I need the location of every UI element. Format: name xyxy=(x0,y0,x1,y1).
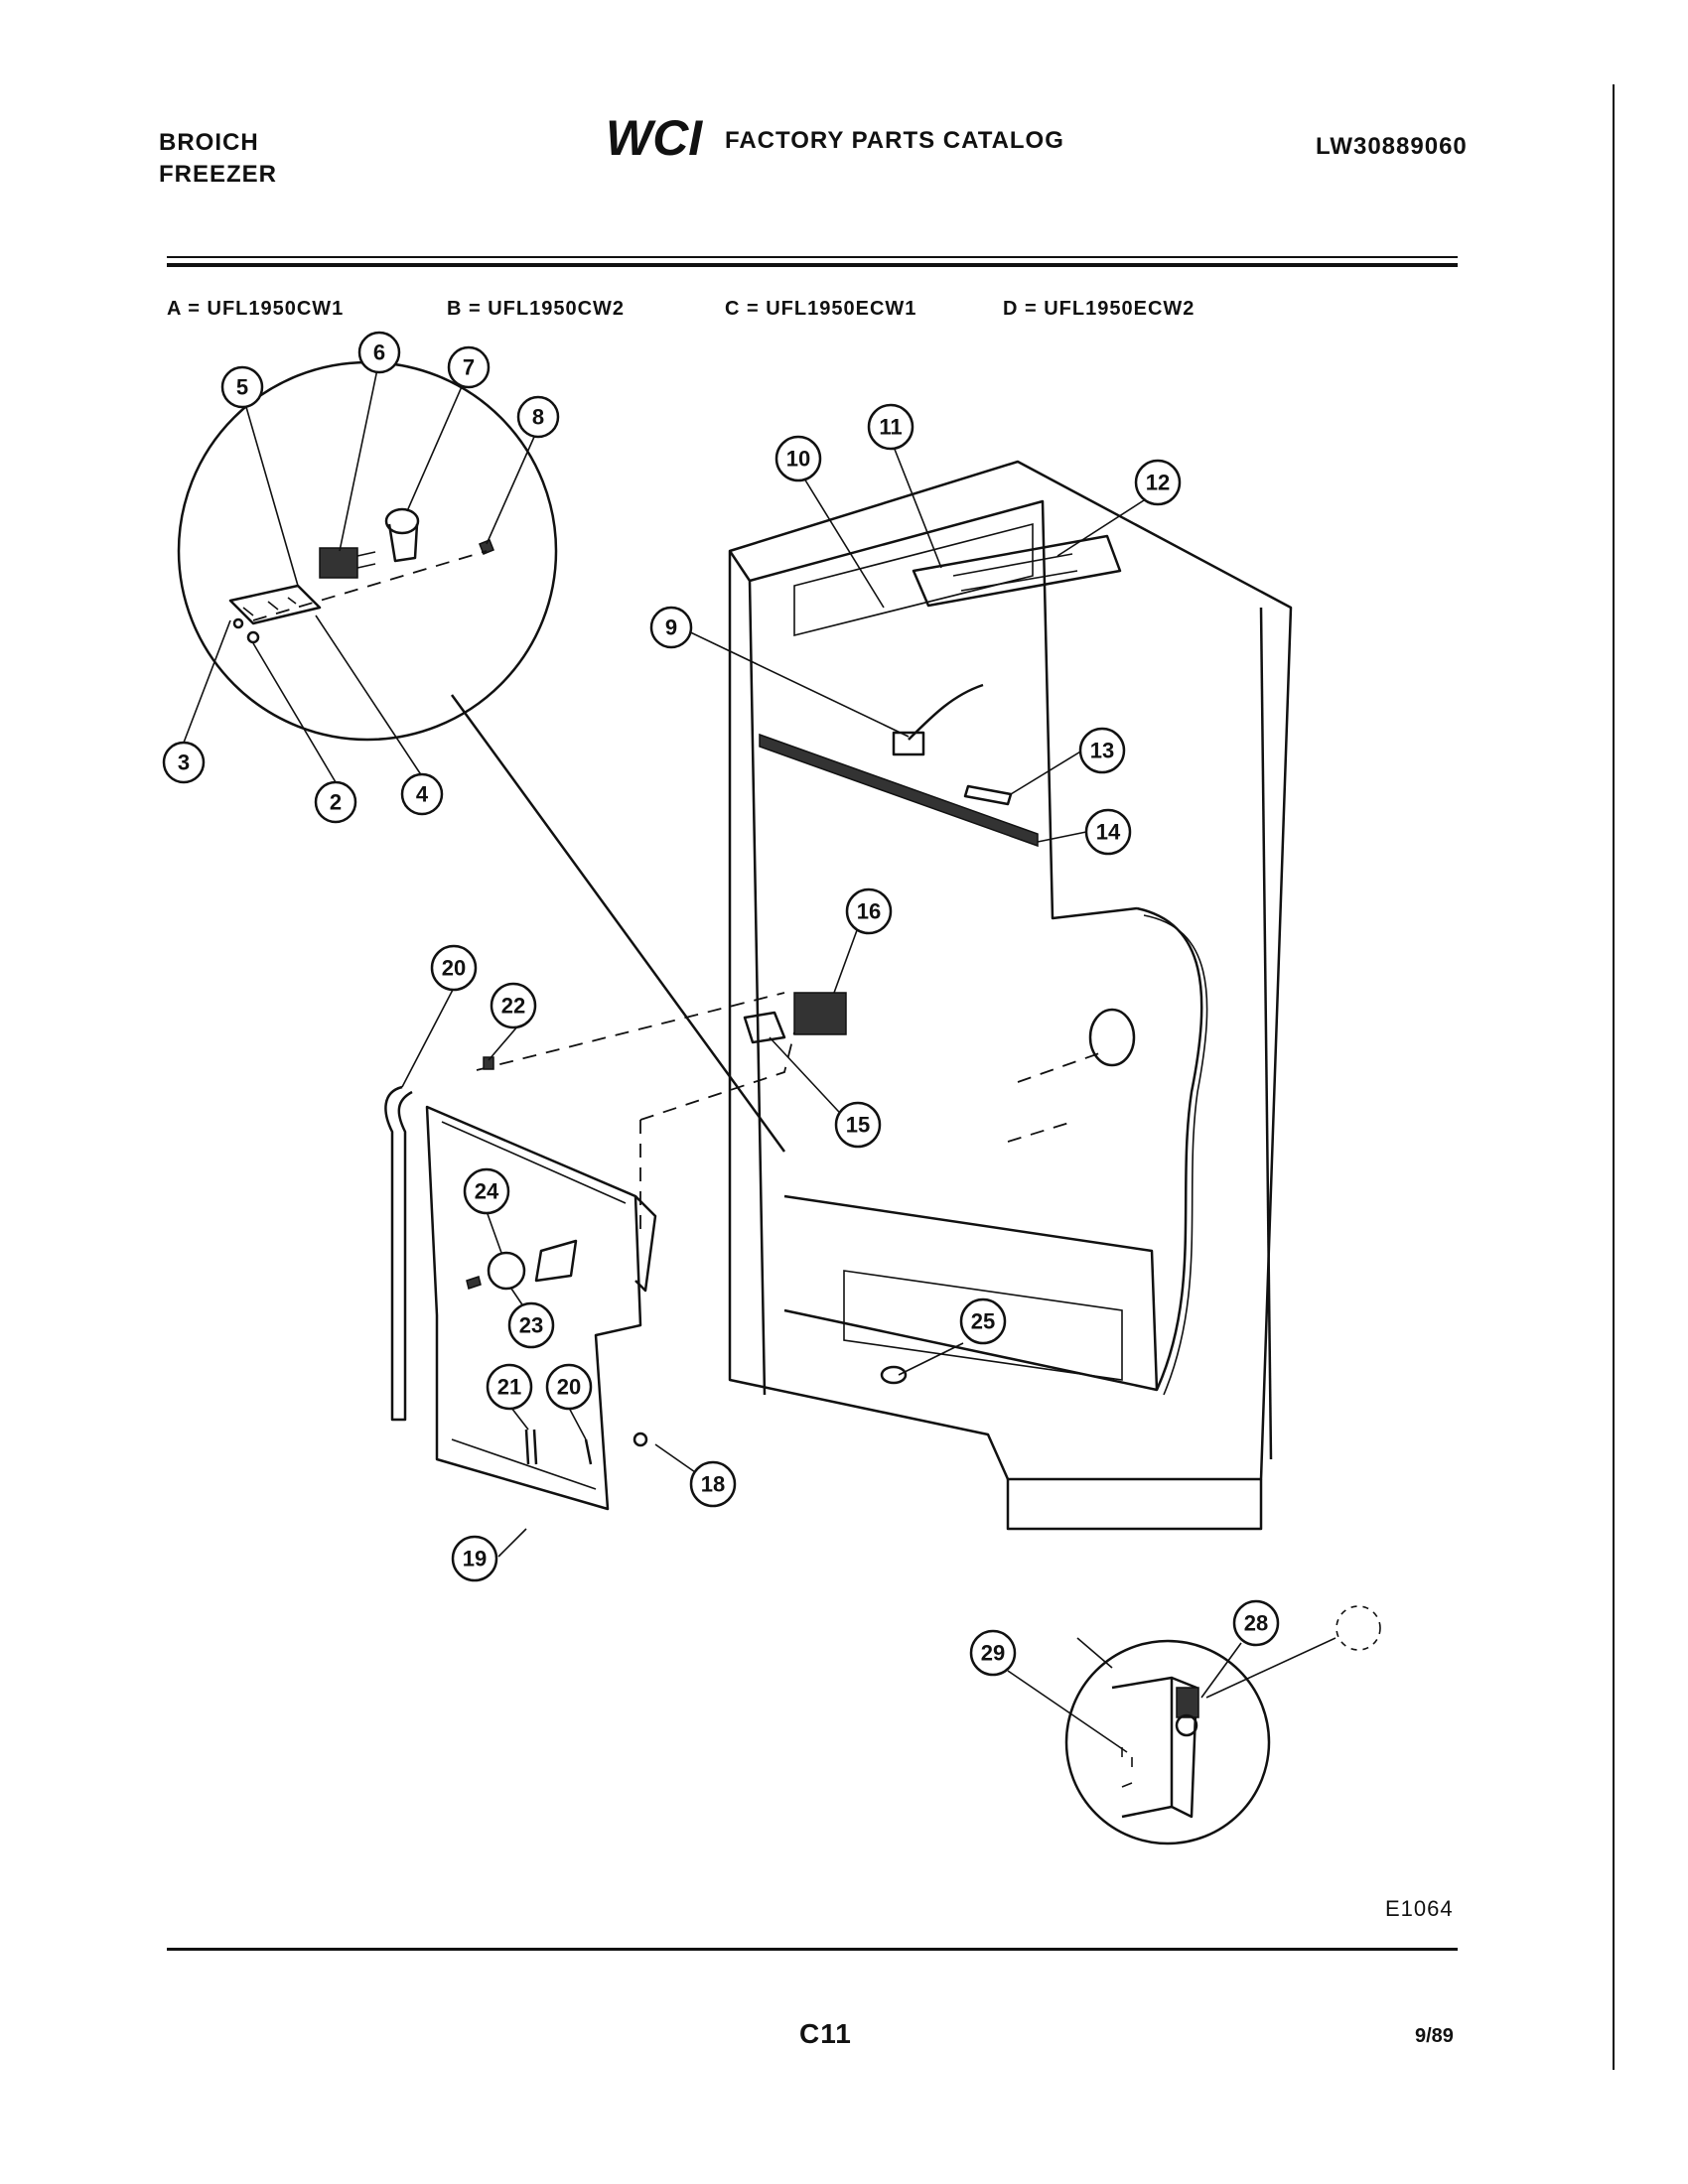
callout-label: 20 xyxy=(442,956,466,981)
callout-bubble: 20 xyxy=(545,1363,593,1411)
brand-block: BROICH FREEZER xyxy=(159,127,277,191)
catalog-title: FACTORY PARTS CATALOG xyxy=(725,127,1064,154)
logo-text: WCI xyxy=(606,111,703,165)
callout-label: 25 xyxy=(971,1309,995,1334)
callout-label: 3 xyxy=(178,751,190,775)
callout-label: 12 xyxy=(1146,471,1170,495)
callout-bubble: 22 xyxy=(490,982,537,1029)
callout-label: 29 xyxy=(981,1641,1005,1666)
callout-bubble: 6 xyxy=(357,331,401,374)
callout-bubble: 18 xyxy=(689,1460,737,1508)
callout-label: 15 xyxy=(846,1113,870,1138)
callout-bubble: 11 xyxy=(867,403,914,451)
callout-bubble: 13 xyxy=(1078,727,1126,774)
model-a: A = UFL1950CW1 xyxy=(167,298,345,320)
callout-bubble: 24 xyxy=(463,1167,510,1215)
callout-label: 8 xyxy=(532,405,544,430)
callout-label: 2 xyxy=(330,790,342,815)
callout-label: 7 xyxy=(463,355,475,380)
callout-bubble: 5 xyxy=(220,365,264,409)
callout-label: 28 xyxy=(1244,1611,1268,1636)
diagram-code: E1064 xyxy=(1385,1896,1454,1921)
callout-label: 13 xyxy=(1090,739,1114,763)
callout-bubble: 2 xyxy=(314,780,357,824)
callout-bubble: 14 xyxy=(1084,808,1132,856)
callout-bubble: 21 xyxy=(486,1363,533,1411)
callout-label: 16 xyxy=(857,899,881,924)
callout-bubble: 12 xyxy=(1134,459,1182,506)
callout-bubble: 15 xyxy=(834,1101,882,1149)
page-date: 9/89 xyxy=(1415,2025,1454,2047)
callout-label: 4 xyxy=(416,782,429,807)
callout-bubble: 29 xyxy=(969,1629,1017,1677)
footer-rule xyxy=(167,1948,1458,1951)
right-margin-line xyxy=(1613,84,1615,2070)
callout-label: 6 xyxy=(373,341,385,365)
callout-label: 10 xyxy=(786,447,810,472)
callout-label: 24 xyxy=(475,1179,499,1204)
callout-label: 20 xyxy=(557,1375,581,1400)
product-type: FREEZER xyxy=(159,161,278,188)
evaporator-panel xyxy=(384,1056,657,1511)
brand-name: BROICH xyxy=(159,129,259,156)
callout-bubble: 19 xyxy=(451,1535,498,1582)
callout-bubble: 28 xyxy=(1232,1599,1280,1647)
model-d: D = UFL1950ECW2 xyxy=(1003,298,1196,320)
page-number: C11 xyxy=(799,2018,852,2049)
catalog-number: LW30889060 xyxy=(1316,133,1468,160)
detail-circle-hinge xyxy=(1064,1605,1381,1845)
callout-bubble: 25 xyxy=(959,1297,1007,1345)
model-b: B = UFL1950CW2 xyxy=(447,298,626,320)
callout-bubble: 20 xyxy=(430,944,478,992)
wci-logo: WCI xyxy=(606,111,703,165)
callout-bubble: 8 xyxy=(516,395,560,439)
freezer-cabinet xyxy=(728,460,1293,1531)
callout-bubble: 4 xyxy=(400,772,444,816)
callout-label: 18 xyxy=(701,1472,725,1497)
header-rule-thick xyxy=(167,263,1458,267)
callout-bubble: 23 xyxy=(507,1301,555,1349)
callout-label: 23 xyxy=(519,1313,543,1338)
callout-label: 5 xyxy=(236,375,248,400)
header-rule-thin xyxy=(167,256,1458,258)
callout-bubble: 16 xyxy=(845,887,893,935)
model-c: C = UFL1950ECW1 xyxy=(725,298,917,320)
callout-leaders xyxy=(183,368,1242,1753)
callout-bubble: 9 xyxy=(649,606,693,649)
callout-label: 9 xyxy=(665,615,677,640)
callout-label: 21 xyxy=(497,1375,521,1400)
callout-bubble: 10 xyxy=(774,435,822,482)
callout-label: 11 xyxy=(879,415,902,440)
callout-label: 14 xyxy=(1096,820,1121,845)
callout-bubble: 3 xyxy=(162,741,206,784)
callout-label: 22 xyxy=(501,994,525,1019)
callout-bubble: 7 xyxy=(447,345,491,389)
callout-label: 19 xyxy=(463,1547,487,1571)
